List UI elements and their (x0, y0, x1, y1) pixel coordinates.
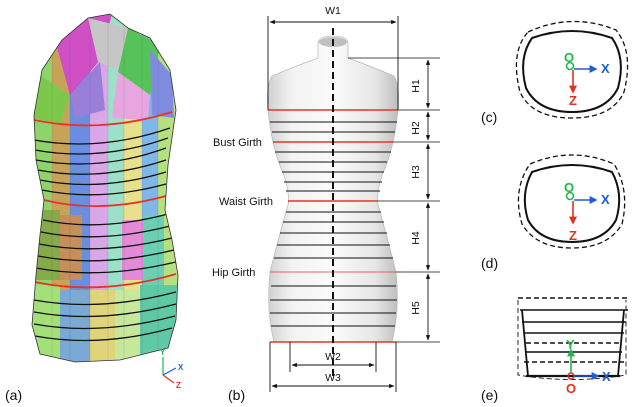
panel-e-section-stack: O X Y (517, 297, 630, 396)
z-label-d: Z (569, 228, 577, 243)
panel-a-axis-triad: Y X Z (160, 348, 184, 390)
triad-x-axis (162, 367, 177, 376)
triad-y-label: Y (160, 348, 166, 357)
section-d-dashed (517, 154, 626, 249)
origin-marker-d (565, 191, 575, 201)
triad-z-label: Z (176, 381, 181, 390)
section-c-dashed (515, 20, 629, 119)
origin-label-d: O (564, 180, 574, 195)
hip-girth-label: Hip Girth (212, 267, 255, 279)
h4-label: H4 (410, 231, 422, 245)
waist-girth-label: Waist Girth (219, 196, 273, 208)
panel-b-dress-form: W1 W2 W3 H1 H2 H3 H4 H5 (212, 5, 440, 392)
panel-c-cross-section: O X Z (515, 20, 629, 119)
origin-label-c: O (564, 50, 574, 65)
w2-label: W2 (325, 351, 341, 363)
w3-label: W3 (325, 372, 341, 384)
h5-label: H5 (410, 301, 422, 315)
panel-d-cross-section: O X Z (517, 154, 626, 249)
h2-label: H2 (410, 121, 422, 135)
panel-label-b: (b) (228, 387, 245, 403)
origin-marker-c (565, 61, 575, 71)
bust-girth-label: Bust Girth (213, 137, 262, 149)
origin-label-e: O (566, 381, 576, 396)
h1-label: H1 (410, 79, 422, 93)
x-label-d: X (601, 192, 610, 207)
section-d-solid (523, 164, 621, 244)
y-label-e: Y (566, 337, 575, 352)
x-label-e: X (602, 369, 611, 384)
panel-a-mannequin (31, 13, 179, 363)
panel-label-a: (a) (5, 387, 22, 403)
w1-label: W1 (325, 5, 341, 17)
section-c-solid (522, 30, 622, 114)
z-label-c: Z (569, 93, 577, 108)
panel-label-e: (e) (481, 387, 498, 403)
h3-label: H3 (410, 165, 422, 179)
triad-x-label: X (178, 363, 184, 372)
panel-label-d: (d) (481, 255, 498, 271)
x-label-c: X (601, 61, 610, 76)
panel-label-c: (c) (481, 109, 497, 125)
triad-z-axis (162, 374, 175, 384)
